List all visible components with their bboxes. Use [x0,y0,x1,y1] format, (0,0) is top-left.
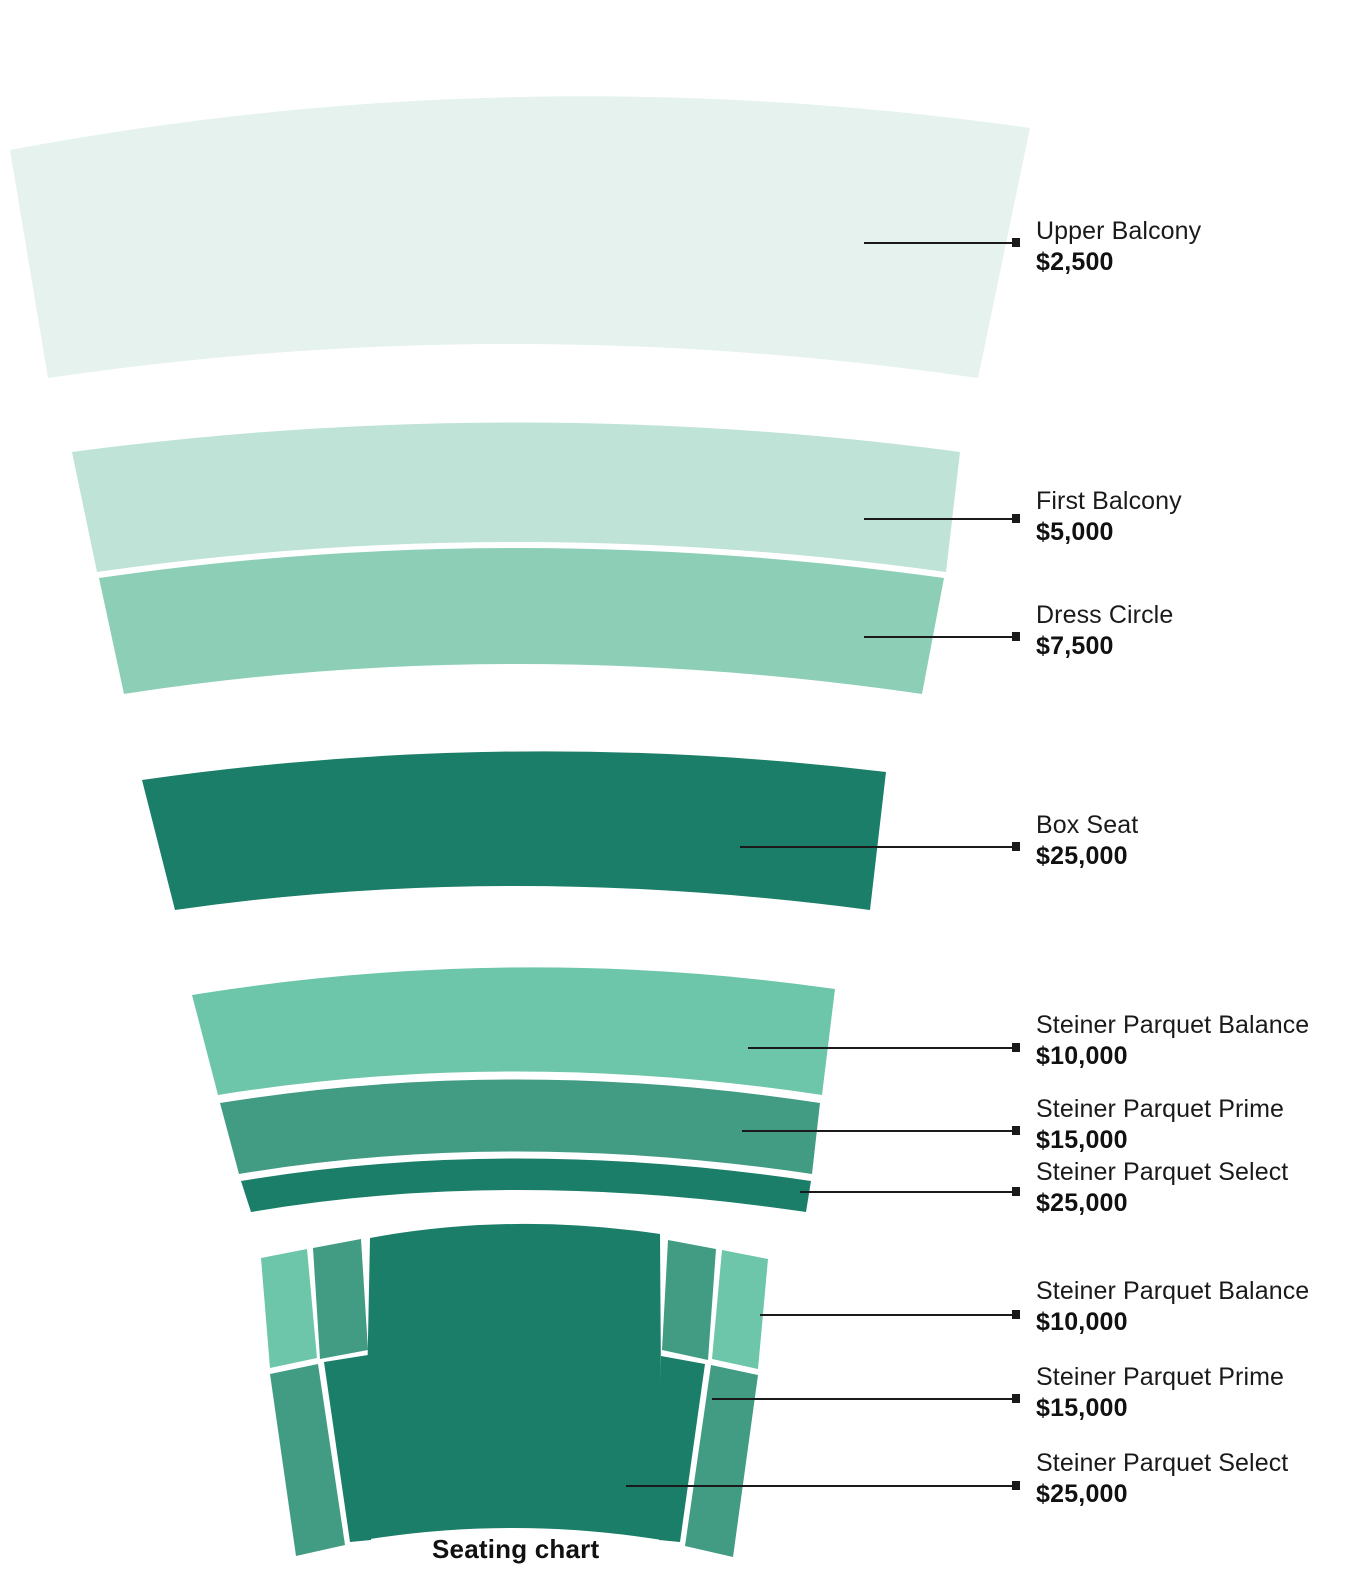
section-name-upper-balcony: Upper Balcony [1036,217,1202,245]
section-shape-mid-parquet-prime[interactable] [220,1079,820,1175]
leader-endpoint-orch-parquet-prime [1012,1394,1020,1403]
leader-endpoint-first-balcony [1012,514,1020,523]
section-name-mid-parquet-balance: Steiner Parquet Balance [1036,1011,1310,1039]
leader-endpoint-orch-parquet-select [1012,1481,1020,1490]
section-shape-orch-left-inner-upper[interactable] [313,1239,368,1359]
section-label-orch-parquet-select[interactable]: Steiner Parquet Select $25,000 [1036,1448,1288,1510]
section-shape-upper-balcony[interactable] [10,96,1030,379]
section-price-mid-parquet-balance: $10,000 [1036,1042,1128,1070]
section-name-orch-parquet-prime: Steiner Parquet Prime [1036,1363,1285,1391]
section-price-box-seat: $25,000 [1036,842,1128,870]
section-price-mid-parquet-select: $25,000 [1036,1189,1128,1217]
section-label-orch-parquet-balance[interactable]: Steiner Parquet Balance $10,000 [1036,1276,1309,1338]
leader-endpoint-mid-parquet-prime [1012,1126,1020,1135]
figure-caption: Seating chart [432,1534,600,1564]
leader-endpoint-dress-circle [1012,632,1020,641]
section-price-orch-parquet-prime: $15,000 [1036,1394,1128,1422]
section-name-mid-parquet-prime: Steiner Parquet Prime [1036,1095,1285,1123]
section-shape-orch-right-inner-lower[interactable] [659,1356,705,1542]
section-price-mid-parquet-prime: $15,000 [1036,1126,1128,1154]
section-label-mid-parquet-select[interactable]: Steiner Parquet Select $25,000 [1036,1157,1288,1219]
section-price-first-balcony: $5,000 [1036,518,1114,546]
section-name-first-balcony: First Balcony [1036,487,1182,515]
section-shape-mid-parquet-select[interactable] [241,1158,811,1213]
section-shape-orch-right-inner-upper[interactable] [662,1240,716,1360]
section-name-orch-parquet-select: Steiner Parquet Select [1036,1449,1289,1477]
section-label-mid-parquet-prime[interactable]: Steiner Parquet Prime $15,000 [1036,1094,1284,1156]
section-shape-orch-right-outer-lower[interactable] [685,1365,758,1557]
section-name-box-seat: Box Seat [1036,811,1139,839]
section-price-orch-parquet-balance: $10,000 [1036,1308,1128,1336]
section-label-orch-parquet-prime[interactable]: Steiner Parquet Prime $15,000 [1036,1362,1284,1424]
leader-endpoint-upper-balcony [1012,238,1020,247]
leader-lines-group [626,238,1020,1490]
section-shape-orch-left-outer-lower[interactable] [270,1364,345,1556]
leader-endpoint-orch-parquet-balance [1012,1310,1020,1319]
section-shape-dress-circle[interactable] [99,548,944,694]
section-label-dress-circle[interactable]: Dress Circle $7,500 [1036,600,1173,662]
section-price-orch-parquet-select: $25,000 [1036,1480,1128,1508]
section-label-first-balcony[interactable]: First Balcony $5,000 [1036,486,1182,548]
section-price-dress-circle: $7,500 [1036,632,1114,660]
section-label-upper-balcony[interactable]: Upper Balcony $2,500 [1036,216,1201,278]
section-label-mid-parquet-balance[interactable]: Steiner Parquet Balance $10,000 [1036,1010,1309,1072]
section-shape-orch-left-outer-upper[interactable] [261,1249,317,1368]
leader-endpoint-box-seat [1012,842,1020,851]
section-price-upper-balcony: $2,500 [1036,248,1114,276]
section-name-dress-circle: Dress Circle [1036,601,1174,629]
leader-endpoint-mid-parquet-balance [1012,1043,1020,1052]
section-shape-orch-center-select[interactable] [364,1223,662,1540]
leader-endpoint-mid-parquet-select [1012,1187,1020,1196]
section-shape-orch-right-outer-upper[interactable] [712,1250,768,1369]
section-shape-mid-parquet-balance[interactable] [192,967,835,1095]
section-shape-box-seat[interactable] [142,751,886,910]
section-shape-orch-left-inner-lower[interactable] [324,1355,371,1542]
section-label-box-seat[interactable]: Box Seat $25,000 [1036,810,1138,872]
section-name-mid-parquet-select: Steiner Parquet Select [1036,1158,1289,1186]
section-shape-first-balcony[interactable] [72,422,960,573]
section-name-orch-parquet-balance: Steiner Parquet Balance [1036,1277,1310,1305]
